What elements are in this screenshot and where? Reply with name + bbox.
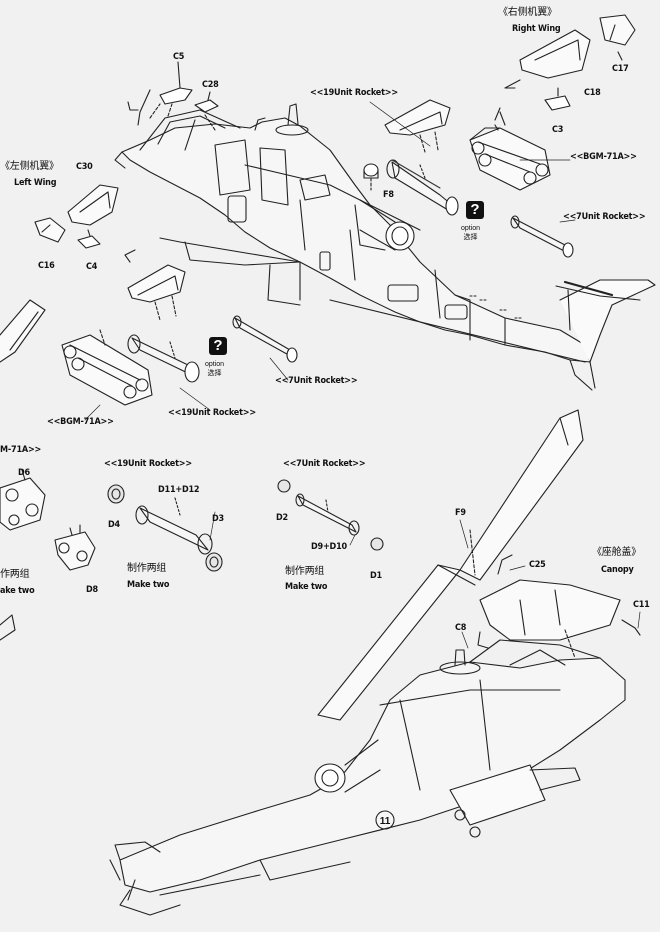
rocket19-upper	[363, 159, 459, 216]
label-make-two-cn-1: 制作两组	[127, 563, 167, 574]
upper-helicopter-fuselage	[114, 103, 656, 391]
label-rocket7-mid: <<7Unit Rocket>>	[275, 376, 358, 386]
option-text-en: option	[461, 225, 481, 232]
label-sub-rocket7: <<7Unit Rocket>>	[283, 459, 366, 469]
label-c16: C16	[38, 261, 55, 271]
label-c8: C8	[455, 623, 467, 633]
label-d9-d10: D9+D10	[311, 542, 347, 552]
left-wing-parts	[34, 184, 186, 406]
option-note-lower: option 选择	[205, 360, 224, 378]
label-right-wing-en: Right Wing	[512, 24, 561, 34]
label-rocket19-mid: <<19Unit Rocket>>	[168, 408, 256, 418]
label-canopy-cn: 《座舱盖》	[592, 547, 641, 558]
label-make-two-en-1: Make two	[127, 580, 170, 590]
label-make-two-en-partial: ake two	[0, 586, 35, 596]
label-make-two-cn-2: 制作两组	[285, 566, 325, 577]
label-c11: C11	[633, 600, 650, 610]
label-d8: D8	[86, 585, 98, 595]
left-edge-partial	[0, 299, 96, 641]
label-bgm-partial: M-71A>>	[0, 445, 42, 455]
label-sub-rocket19: <<19Unit Rocket>>	[104, 459, 192, 469]
leader-lines	[84, 101, 641, 649]
option-marker-icon: ?	[466, 201, 484, 219]
label-c30: C30	[76, 162, 93, 172]
right-wing-parts	[384, 14, 636, 191]
label-rocket7-right: <<7Unit Rocket>>	[563, 212, 646, 222]
part-c5-c28	[127, 61, 219, 131]
label-rocket19-top: <<19Unit Rocket>>	[310, 88, 398, 98]
option-text-cn: 选择	[207, 370, 222, 377]
label-d1: D1	[370, 571, 382, 581]
label-right-wing-cn: 《右侧机翼》	[498, 7, 557, 18]
label-d3: D3	[212, 514, 224, 524]
label-canopy-en: Canopy	[601, 565, 634, 575]
rocket7-mid	[232, 315, 298, 363]
label-c5: C5	[173, 52, 185, 62]
label-bgm-left: <<BGM-71A>>	[47, 417, 114, 427]
rocket7-right	[510, 215, 574, 258]
label-d4: D4	[108, 520, 120, 530]
label-make-two-en-2: Make two	[285, 582, 328, 592]
label-c28: C28	[202, 80, 219, 90]
label-c17: C17	[612, 64, 629, 74]
svg-text:11: 11	[380, 816, 391, 827]
label-c18: C18	[584, 88, 601, 98]
label-f8: F8	[383, 190, 394, 200]
option-marker-icon: ?	[209, 337, 227, 355]
sub-rocket7	[277, 479, 384, 551]
canopy-part	[477, 554, 641, 659]
sub-rocket19	[107, 484, 223, 572]
label-c4: C4	[86, 262, 98, 272]
label-c3: C3	[552, 125, 564, 135]
label-f9: F9	[455, 508, 466, 518]
label-d11-d12: D11+D12	[158, 485, 200, 495]
label-left-wing-cn: 《左侧机翼》	[0, 161, 59, 172]
lower-helicopter: 11	[109, 409, 626, 916]
label-left-wing-en: Left Wing	[14, 178, 57, 188]
option-text-en: option	[205, 361, 225, 368]
label-c25: C25	[529, 560, 546, 570]
option-text-cn: 选择	[463, 234, 478, 241]
label-make-two-cn-partial: 作两组	[0, 569, 30, 580]
label-d6: D6	[18, 468, 30, 478]
label-d2: D2	[276, 513, 288, 523]
option-note-upper: option 选择	[461, 224, 480, 242]
rocket19-mid	[127, 334, 200, 383]
label-bgm-right: <<BGM-71A>>	[570, 152, 637, 162]
